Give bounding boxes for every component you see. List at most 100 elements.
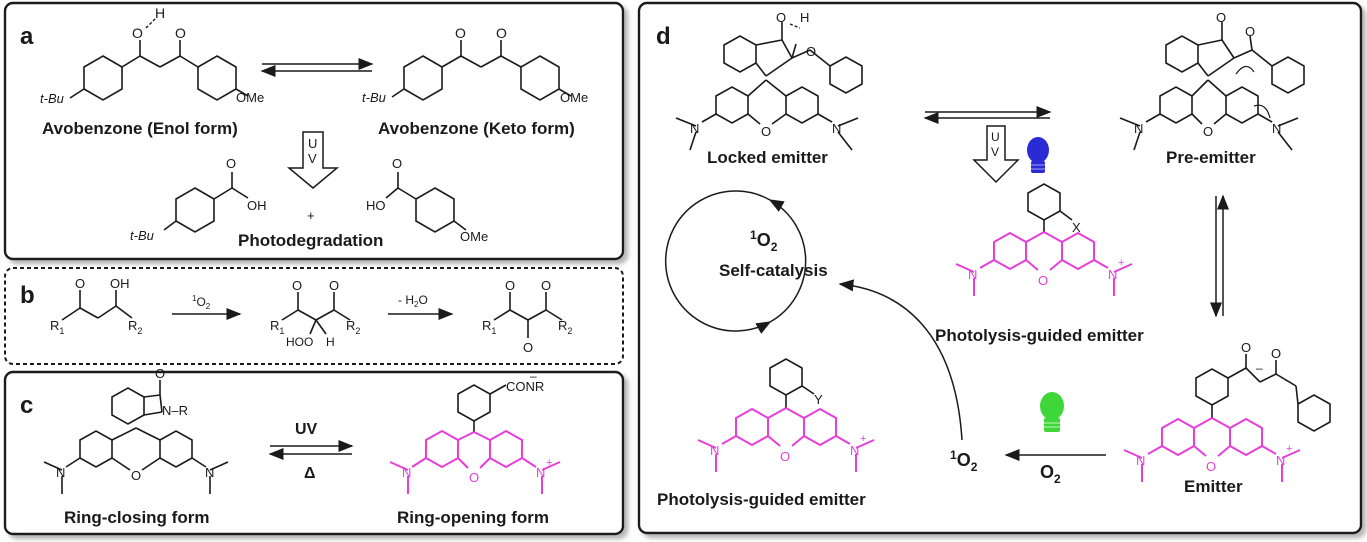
product-2-ome: OMe — [460, 229, 488, 244]
emitter-o2: O — [1271, 346, 1281, 361]
substrate-b-oh: OH — [110, 276, 130, 291]
panel-b: b O OH R1 R2 1O2 O O HOO H — [20, 276, 572, 355]
locked-n-left: N — [690, 121, 699, 136]
substrate-b-r1: R1 — [50, 318, 64, 336]
guided-2-y: Y — [814, 392, 823, 407]
keto-structure: O O t-Bu OMe — [362, 25, 588, 105]
guided-emitter-2-structure: Y O N N + — [697, 358, 875, 472]
product-2-o: O — [392, 156, 402, 171]
guided-2-o: O — [780, 449, 790, 464]
pre-o-bridge: O — [1203, 124, 1213, 139]
locked-o-bridge: O — [761, 124, 771, 139]
uv-arrow-a: U V — [286, 131, 340, 189]
dehydration-reagent: - H2O — [398, 293, 428, 309]
enol-ome: OMe — [236, 90, 264, 105]
open-rhodamine: CONR – O N N + — [389, 369, 561, 494]
green-light-bulb-icon — [1040, 392, 1064, 432]
intermediate-b-hoo: HOO — [286, 335, 313, 349]
emitter-minus: – — [1256, 361, 1263, 375]
pre-emitter-structure: O O O N N — [1119, 10, 1305, 151]
guided-2-n-left: N — [710, 443, 719, 458]
enol-tbu: t-Bu — [40, 91, 64, 106]
product-b-o3: O — [541, 278, 551, 293]
enol-o1: O — [132, 25, 143, 41]
d-curved-arrow — [838, 279, 963, 441]
panel-b-frame — [4, 267, 624, 365]
guided-1-o: O — [1038, 273, 1048, 288]
oxygen-reagent: O2 — [1040, 462, 1061, 486]
keto-o2: O — [496, 25, 507, 41]
photodegradation-label: Photodegradation — [238, 231, 383, 250]
emitter-n-right: N — [1276, 453, 1285, 468]
locked-h: H — [800, 10, 809, 25]
open-n-right: N — [536, 465, 545, 480]
keto-tbu: t-Bu — [362, 90, 386, 105]
locked-n-right: N — [832, 121, 841, 136]
guided-1-n-left: N — [968, 267, 977, 282]
panel-b-letter: b — [20, 282, 35, 309]
closed-name: Ring-closing form — [64, 508, 209, 527]
product-2-ho: HO — [366, 198, 386, 213]
forward-condition: UV — [295, 421, 318, 438]
product-plus: + — [307, 208, 315, 223]
uv-arrow-d: U V — [972, 125, 1020, 184]
closed-o-bridge: O — [131, 468, 141, 483]
enol-h: H — [155, 5, 165, 21]
blue-light-bulb-icon — [1027, 137, 1049, 173]
closed-n-right: N — [205, 465, 214, 480]
panel-d-frame — [637, 1, 1363, 535]
open-n-left: N — [402, 465, 411, 480]
product-b: O O O R1 R2 — [482, 278, 572, 355]
open-plus: + — [546, 457, 552, 469]
closed-n-left: N — [56, 465, 65, 480]
substrate-b-o: O — [75, 276, 85, 291]
emitter-o1: O — [1241, 340, 1251, 355]
cycle-singlet-oxygen: 1O2 — [750, 228, 778, 254]
pre-o1: O — [1216, 10, 1226, 25]
substrate-b-r2: R2 — [128, 318, 142, 336]
locked-emitter-name: Locked emitter — [707, 148, 828, 167]
product-1-o: O — [226, 156, 236, 171]
emitter-plus: + — [1286, 443, 1292, 455]
reverse-condition: Δ — [304, 465, 316, 482]
locked-emitter-structure: O H O O N N — [675, 10, 863, 151]
intermediate-b-o1: O — [292, 278, 302, 293]
intermediate-b-r1: R1 — [270, 318, 284, 336]
uv-arrow-a-u: U — [308, 136, 317, 151]
emitter-name: Emitter — [1184, 477, 1243, 496]
enol-structure: O H O t-Bu OMe — [40, 5, 264, 106]
emitter-o-bridge: O — [1206, 459, 1216, 474]
locked-o2: O — [806, 44, 816, 59]
keto-name: Avobenzone (Keto form) — [378, 119, 575, 138]
panel-d-letter: d — [656, 23, 671, 50]
substrate-b: O OH R1 R2 — [50, 276, 142, 336]
product-b-o1: O — [505, 278, 515, 293]
closed-nr: N–R — [162, 403, 188, 418]
product-1: O OH t-Bu — [130, 156, 267, 243]
intermediate-b-r2: R2 — [346, 318, 360, 336]
guided-emitter-1-name: Photolysis-guided emitter — [935, 326, 1144, 345]
panel-a-letter: a — [20, 23, 34, 50]
singlet-oxygen-reagent: 1O2 — [192, 294, 211, 311]
uv-arrow-d-v: V — [991, 145, 999, 159]
pre-emitter-name: Pre-emitter — [1166, 148, 1256, 167]
guided-emitter-2-name: Photolysis-guided emitter — [657, 490, 866, 509]
guided-1-n-right: N — [1108, 267, 1117, 282]
enol-o2: O — [175, 25, 186, 41]
panel-c-letter: c — [20, 392, 33, 419]
product-1-tbu: t-Bu — [130, 228, 154, 243]
product-b-r2: R2 — [558, 318, 572, 336]
closed-rhodamine: O N–R O N N — [43, 366, 229, 494]
product-2: O HO OMe — [366, 156, 488, 244]
locked-o1: O — [776, 10, 786, 25]
pre-n-left: N — [1134, 121, 1143, 136]
pre-n-right: N — [1272, 121, 1281, 136]
self-catalysis-cycle: 1O2 Self-catalysis — [664, 190, 828, 334]
guided-2-n-right: N — [850, 443, 859, 458]
intermediate-b-h: H — [326, 335, 335, 349]
open-minus: – — [530, 369, 537, 383]
uv-arrow-a-v: V — [308, 151, 317, 166]
emitter-n-left: N — [1136, 453, 1145, 468]
closed-o-carbonyl: O — [155, 366, 165, 381]
